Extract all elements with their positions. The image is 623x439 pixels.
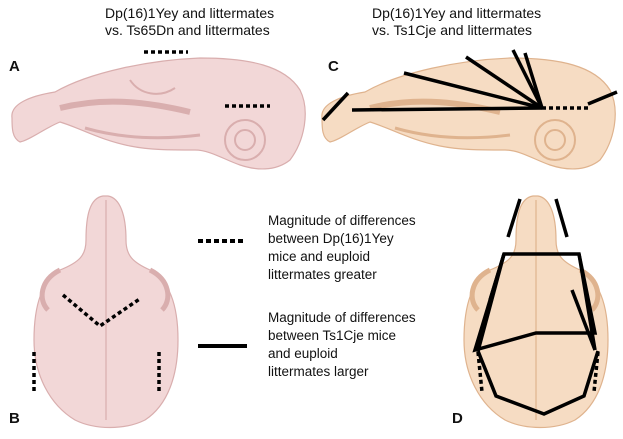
d-solid-inner-right <box>577 253 597 351</box>
legend-solid-line-3: and euploid <box>268 346 338 361</box>
header-right-line-2: vs. Ts1Cje and littermates <box>372 22 533 38</box>
c-solid-line-5 <box>587 90 618 106</box>
skull-lateral-a-orbit <box>129 79 176 95</box>
legend-dotted-line-3: mice and euploid <box>268 249 371 264</box>
b-dotted-chevron <box>61 293 142 329</box>
legend-solid-line-4: littermates larger <box>268 364 369 379</box>
d-solid-snout-right <box>554 198 569 238</box>
panel-label-a: A <box>9 58 20 75</box>
header-right: Dp(16)1Yey and littermates vs. Ts1Cje an… <box>372 5 541 39</box>
panel-label-b: B <box>9 410 20 427</box>
skull-lateral-a-bulla-inner <box>234 129 256 151</box>
skull-dorsal-b-zygoma-right <box>148 267 171 312</box>
d-solid-diag-right <box>570 289 597 351</box>
legend-dotted-line-1: Magnitude of differences <box>268 213 416 228</box>
panel-d-lines <box>472 198 600 416</box>
panel-label-c: C <box>328 58 339 75</box>
header-left-line-1: Dp(16)1Yey and littermates <box>105 5 275 21</box>
legend-solid-line-2: between Ts1Cje mice <box>268 328 397 343</box>
panel-a-dotted-lines <box>144 50 270 108</box>
c-solid-line-1 <box>403 71 543 110</box>
header-left-line-2: vs. Ts65Dn and littermates <box>105 22 270 38</box>
d-solid-lower-pentagon <box>476 350 600 416</box>
c-solid-line-4 <box>523 52 544 109</box>
skull-lateral-c <box>321 57 616 170</box>
header-right-line-1: Dp(16)1Yey and littermates <box>372 5 542 21</box>
skull-lateral-c-bulla <box>534 119 576 161</box>
skull-lateral-a-bulla <box>224 119 266 161</box>
c-solid-line-3 <box>511 49 544 109</box>
legend-solid-text: Magnitude of differences between Ts1Cje … <box>268 309 416 381</box>
d-solid-snout-left <box>506 198 522 238</box>
skull-dorsal-b <box>33 195 179 429</box>
panel-b-dotted-lines <box>32 293 161 392</box>
header-left: Dp(16)1Yey and littermates vs. Ts65Dn an… <box>105 5 274 39</box>
skull-lateral-a-zygoma <box>59 98 191 115</box>
skull-lateral-c-bulla-inner <box>544 129 566 151</box>
legend-solid-line-1: Magnitude of differences <box>268 310 416 325</box>
skull-lateral-a <box>11 57 306 170</box>
c-solid-line-low <box>351 106 543 112</box>
skull-dorsal-d-zygoma-left <box>469 267 492 312</box>
c-solid-line-2 <box>465 55 543 110</box>
legend-dotted-text: Magnitude of differences between Dp(16)1… <box>268 212 416 284</box>
skull-dorsal-b-zygoma-left <box>39 267 62 312</box>
d-solid-diag-left <box>488 253 506 301</box>
panel-label-d: D <box>452 410 463 427</box>
c-solid-line-snout <box>321 91 350 122</box>
legend-dotted-line-4: littermates greater <box>268 267 377 282</box>
d-solid-trapezoid <box>472 252 598 353</box>
legend-dotted-line-2: between Dp(16)1Yey <box>268 231 394 246</box>
panel-c-lines <box>321 49 618 122</box>
skull-lateral-a-jaw <box>84 126 201 140</box>
skull-lateral-c-jaw <box>394 126 511 140</box>
